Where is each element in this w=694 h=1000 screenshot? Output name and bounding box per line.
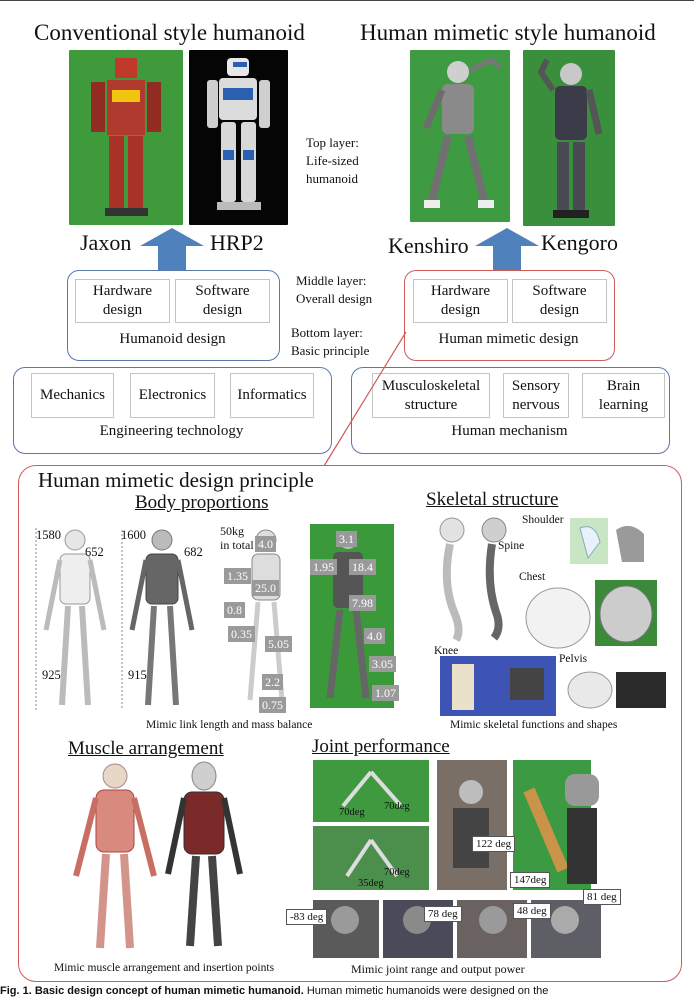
- engineering-technology-caption: Engineering technology: [99, 423, 244, 439]
- kengoro-label: Kengoro: [541, 230, 618, 255]
- body-proportions-title: Body proportions: [135, 492, 269, 513]
- jaxon-photo: [69, 50, 183, 225]
- kengoro-photo: [523, 50, 615, 226]
- informatics-box: Informatics: [230, 373, 314, 418]
- shoulder-label: Shoulder: [522, 514, 564, 526]
- joint-angle-label: 35deg: [358, 878, 384, 889]
- mass-label: 1.95: [310, 559, 337, 575]
- joint-angle-label: 147deg: [510, 872, 551, 888]
- mass-label: 1.07: [372, 685, 399, 701]
- joint-angle-label: 48 deg: [513, 903, 551, 919]
- height-label: 1600: [121, 528, 146, 542]
- mass-label: 0.75: [259, 697, 286, 713]
- middle-layer-note: Middle layer:Overall design: [296, 273, 373, 306]
- mass-label: 18.4: [349, 559, 376, 575]
- height-label: 682: [184, 545, 203, 559]
- joint-angle-label: 70deg: [384, 801, 410, 812]
- electronics-box: Electronics: [130, 373, 215, 418]
- joint-caption: Mimic joint range and output power: [351, 962, 525, 976]
- mechanics-box: Mechanics: [31, 373, 114, 418]
- mass-label: 0.35: [228, 626, 255, 642]
- body-proportions-caption: Mimic link length and mass balance: [146, 719, 313, 731]
- jaxon-label: Jaxon: [80, 230, 132, 255]
- hrp2-label: HRP2: [210, 230, 264, 255]
- joint-angle-label: -83 deg: [286, 909, 328, 925]
- mimetic-header: Human mimetic style humanoid: [360, 20, 656, 45]
- human-mimetic-design-caption: Human mimetic design: [438, 331, 579, 347]
- joint-angle-label: 70deg: [339, 807, 365, 818]
- mass-label: 7.98: [349, 595, 376, 611]
- mass-label: 3.1: [336, 531, 357, 547]
- mass-label: 1.35: [224, 568, 251, 584]
- hrp2-photo: [189, 50, 288, 225]
- knee-label: Knee: [434, 645, 459, 657]
- design-principle-title: Human mimetic design principle: [38, 468, 314, 492]
- joint-angle-label: 81 deg: [583, 889, 621, 905]
- conventional-header: Conventional style humanoid: [34, 20, 305, 45]
- muscle-arrangement-figure: [73, 761, 243, 949]
- muscle-caption: Mimic muscle arrangement and insertion p…: [54, 962, 275, 974]
- joint-performance-title: Joint performance: [312, 736, 450, 757]
- skeletal-structure-figure: [439, 517, 666, 716]
- arrow-up-icon: [140, 228, 204, 270]
- figure-caption: Fig. 1. Basic design concept of human mi…: [0, 985, 549, 997]
- mass-label: 2.2: [262, 674, 283, 690]
- joint-angle-label: 122 deg: [472, 836, 516, 852]
- skeletal-structure-title: Skeletal structure: [426, 489, 559, 510]
- pelvis-label: Pelvis: [559, 653, 588, 665]
- kenshiro-photo: [410, 50, 510, 222]
- mass-label: 4.0: [364, 628, 385, 644]
- skeletal-caption: Mimic skeletal functions and shapes: [450, 719, 618, 731]
- height-label: 925: [42, 668, 61, 682]
- body-proportions-figure: [35, 524, 394, 710]
- height-label: 652: [85, 545, 104, 559]
- mass-label: 4.0: [255, 536, 276, 552]
- joint-performance-figure: [313, 760, 601, 958]
- mass-label: 5.05: [265, 636, 292, 652]
- mass-label: 0.8: [224, 602, 245, 618]
- chest-label: Chest: [519, 571, 546, 583]
- mass-label: 3.05: [369, 656, 396, 672]
- joint-angle-label: 70deg: [384, 867, 410, 878]
- humanoid-design-caption: Humanoid design: [119, 331, 226, 347]
- arrow-up-icon: [475, 228, 539, 270]
- muscle-arrangement-title: Muscle arrangement: [68, 738, 224, 759]
- mass-label: 25.0: [252, 580, 279, 596]
- height-label: 1580: [36, 528, 61, 542]
- connector-line: [323, 331, 407, 467]
- spine-label: Spine: [498, 540, 525, 552]
- human-mechanism-caption: Human mechanism: [451, 423, 568, 439]
- kenshiro-label: Kenshiro: [388, 233, 469, 258]
- joint-angle-label: 78 deg: [424, 906, 462, 922]
- top-rule: [0, 0, 694, 1]
- bottom-layer-note: Bottom layer:Basic principle: [291, 325, 370, 358]
- height-label: 915: [128, 668, 147, 682]
